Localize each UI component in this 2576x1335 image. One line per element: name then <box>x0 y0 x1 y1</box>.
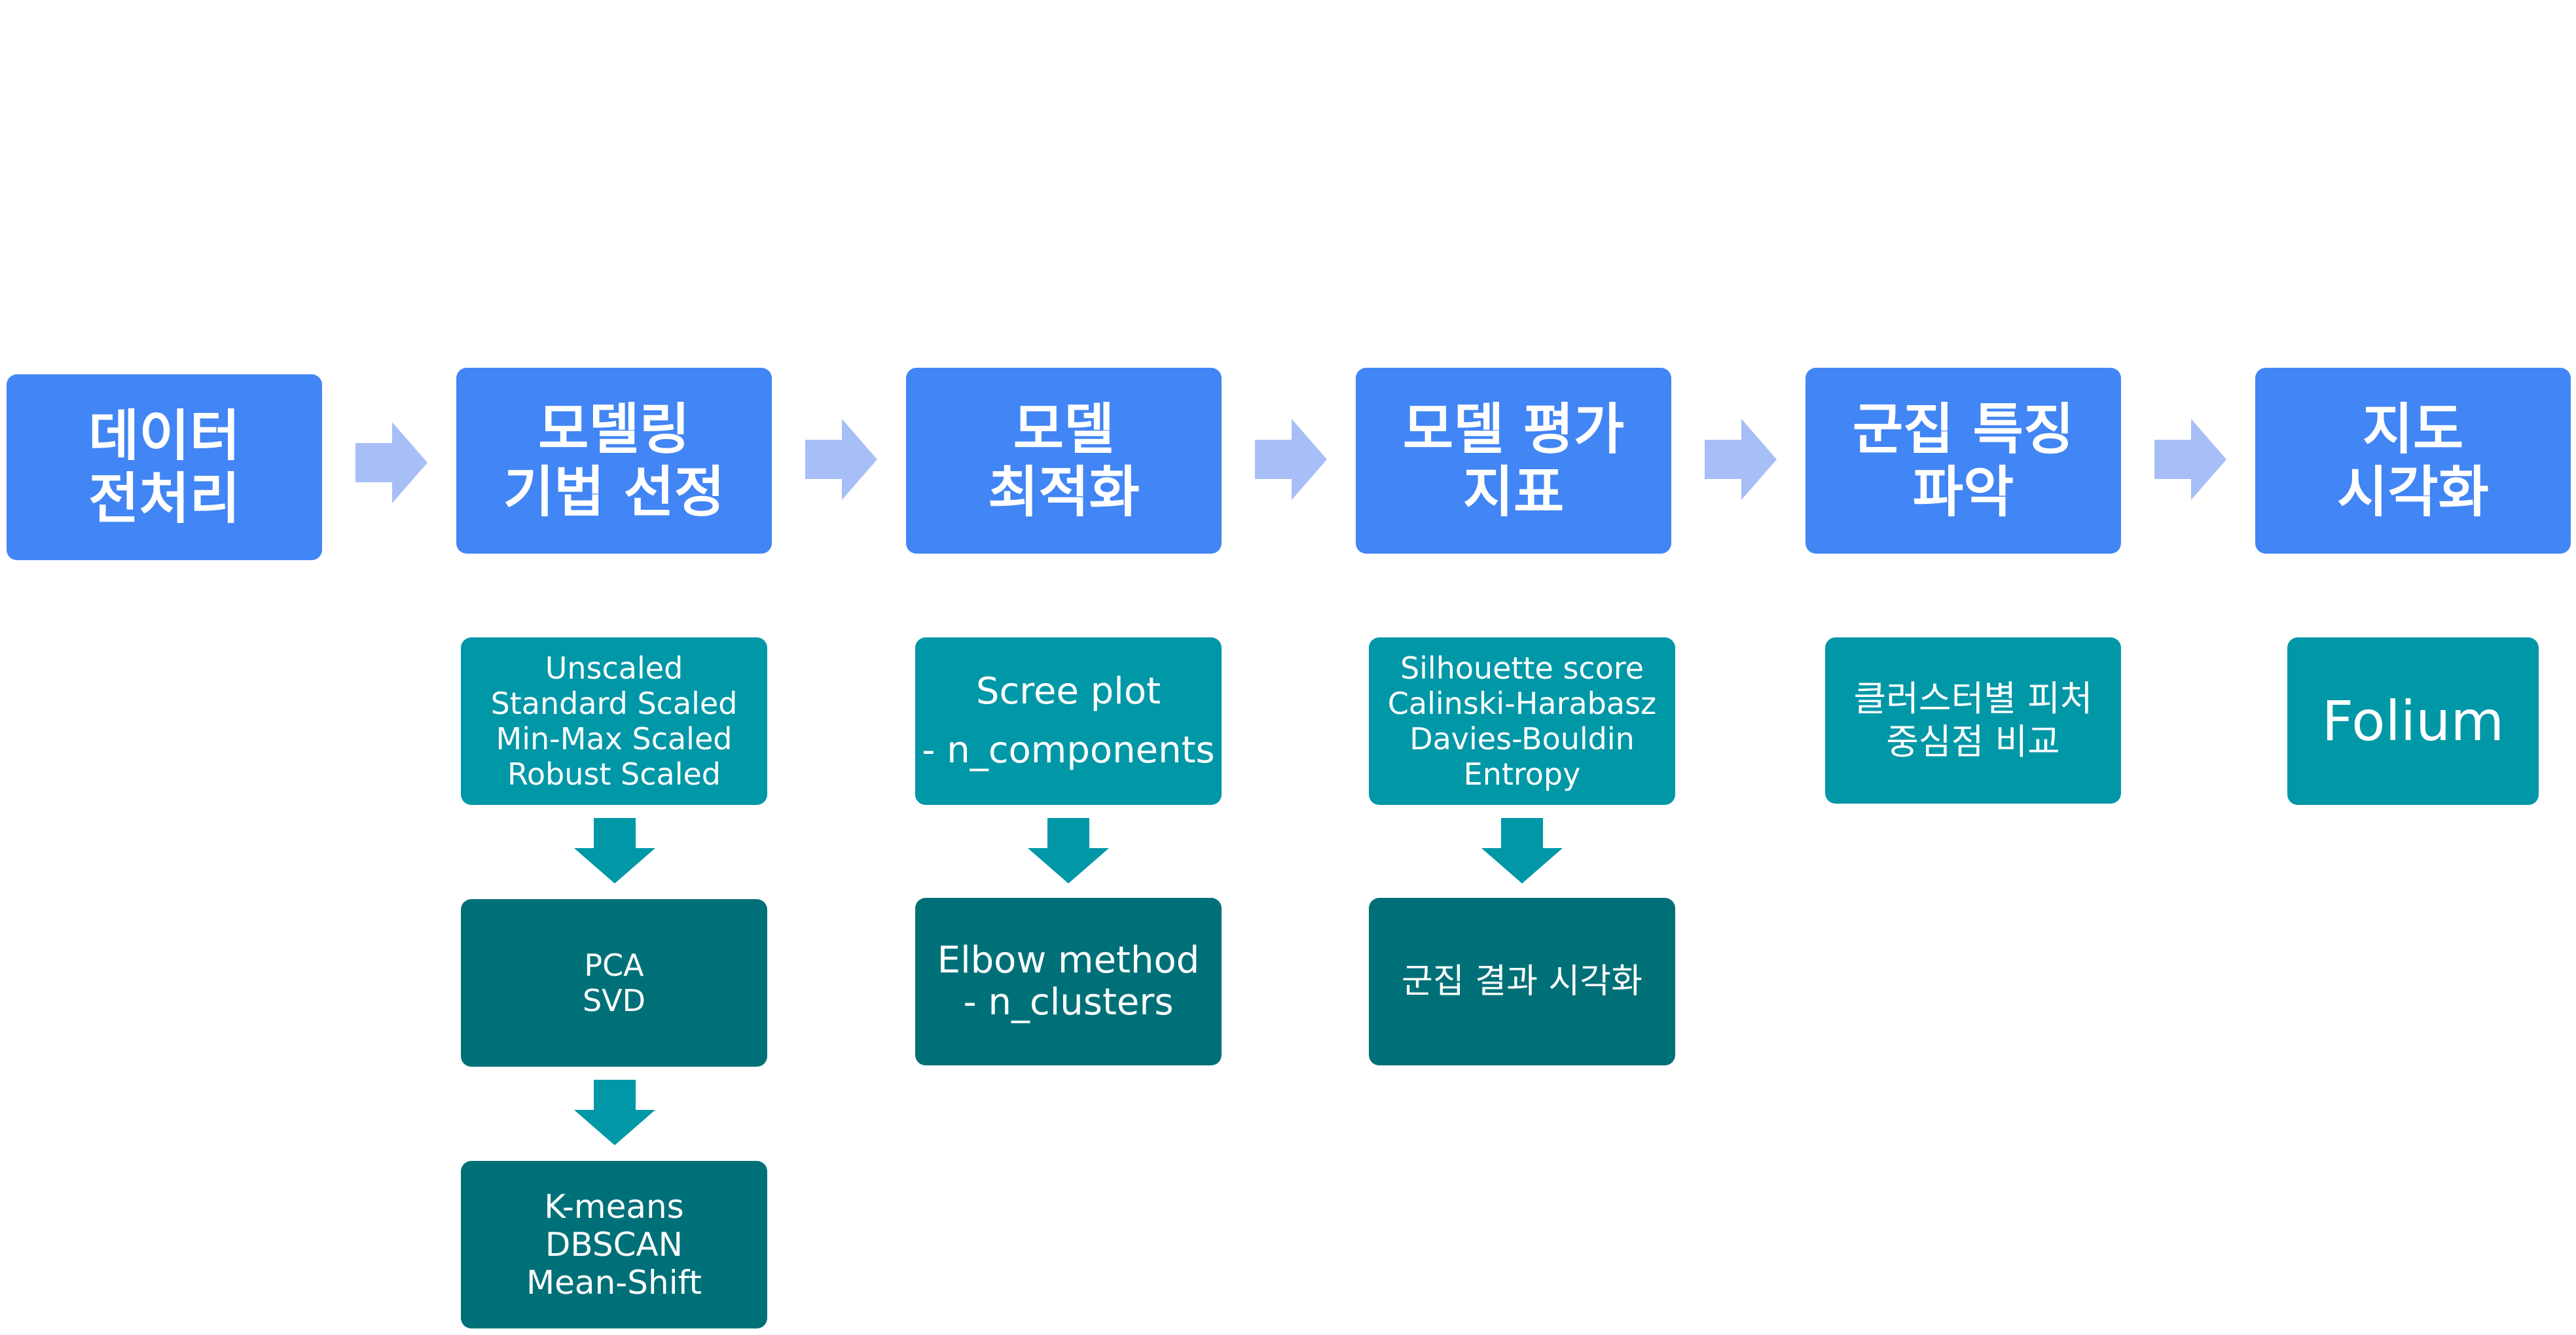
stage-label-line: 전처리 <box>88 467 240 531</box>
stage-evaluation-metrics: 모델 평가 지표 <box>1356 368 1671 554</box>
scree-plot-label: Scree plot <box>975 670 1161 713</box>
flow-arrow <box>1705 419 1777 500</box>
scaling-method: Standard Scaled <box>490 686 738 721</box>
scaling-method: Min-Max Scaled <box>496 721 733 756</box>
stage-modeling-selection: 모델링 기법 선정 <box>456 368 772 554</box>
stage-label-line: 모델링 <box>538 397 690 461</box>
scree-plot-param: - n_components <box>922 729 1215 772</box>
elbow-method-box: Elbow method - n_clusters <box>915 898 1222 1065</box>
stage-label-line: 군집 특징 <box>1852 397 2075 461</box>
stage-cluster-features: 군집 특징 파악 <box>1805 368 2121 554</box>
cluster-visualization-box: 군집 결과 시각화 <box>1369 898 1675 1065</box>
down-arrow <box>1481 818 1563 883</box>
stage-label-line: 모델 평가 <box>1402 397 1625 461</box>
clustering-algorithms-box: K-means DBSCAN Mean-Shift <box>461 1161 767 1328</box>
stage-label-line: 지도 <box>2362 397 2464 461</box>
scaling-methods-box: Unscaled Standard Scaled Min-Max Scaled … <box>461 637 767 805</box>
flow-arrow <box>805 419 877 500</box>
stage-label-line: 지표 <box>1462 460 1565 524</box>
cluster-visualization-label: 군집 결과 시각화 <box>1402 962 1642 1001</box>
stage-label-line: 데이터 <box>88 404 240 468</box>
evaluation-metrics-box: Silhouette score Calinski-Harabasz Davie… <box>1369 637 1675 805</box>
down-arrow <box>574 1080 655 1145</box>
elbow-method-label: Elbow method <box>937 939 1200 982</box>
flow-arrow <box>2154 419 2226 500</box>
feature-compare-line: 클러스터별 피처 <box>1853 678 2093 719</box>
stage-label-line: 기법 선정 <box>503 460 725 524</box>
evaluation-metric: Davies-Bouldin <box>1409 721 1635 756</box>
algorithm: Mean-Shift <box>526 1264 702 1302</box>
evaluation-metric: Calinski-Harabasz <box>1387 686 1657 721</box>
dimension-reduction-box: PCA SVD <box>461 899 767 1067</box>
algorithm: DBSCAN <box>545 1226 683 1264</box>
stage-label-line: 모델 <box>1013 397 1115 461</box>
reduction-method: PCA <box>584 948 644 983</box>
stage-data-preprocessing: 데이터 전처리 <box>7 374 322 560</box>
folium-label: Folium <box>2321 689 2505 753</box>
scaling-method: Robust Scaled <box>507 756 721 792</box>
scaling-method: Unscaled <box>545 650 683 686</box>
evaluation-metric: Entropy <box>1463 756 1581 792</box>
reduction-method: SVD <box>582 983 646 1018</box>
stage-model-optimization: 모델 최적화 <box>906 368 1222 554</box>
down-arrow <box>574 818 655 883</box>
down-arrow <box>1028 818 1109 883</box>
stage-label-line: 시각화 <box>2337 460 2489 524</box>
feature-compare-box: 클러스터별 피처 중심점 비교 <box>1825 637 2121 804</box>
stage-label-line: 최적화 <box>988 460 1140 524</box>
stage-map-visualization: 지도 시각화 <box>2255 368 2571 554</box>
scree-plot-box: Scree plot - n_components <box>915 637 1222 805</box>
elbow-method-param: - n_clusters <box>963 981 1174 1024</box>
flow-arrow <box>355 422 427 503</box>
flow-arrow <box>1255 419 1327 500</box>
stage-label-line: 파악 <box>1912 460 2014 524</box>
feature-compare-line: 중심점 비교 <box>1886 721 2060 762</box>
evaluation-metric: Silhouette score <box>1400 650 1644 686</box>
algorithm: K-means <box>544 1188 684 1226</box>
folium-box: Folium <box>2287 637 2539 805</box>
